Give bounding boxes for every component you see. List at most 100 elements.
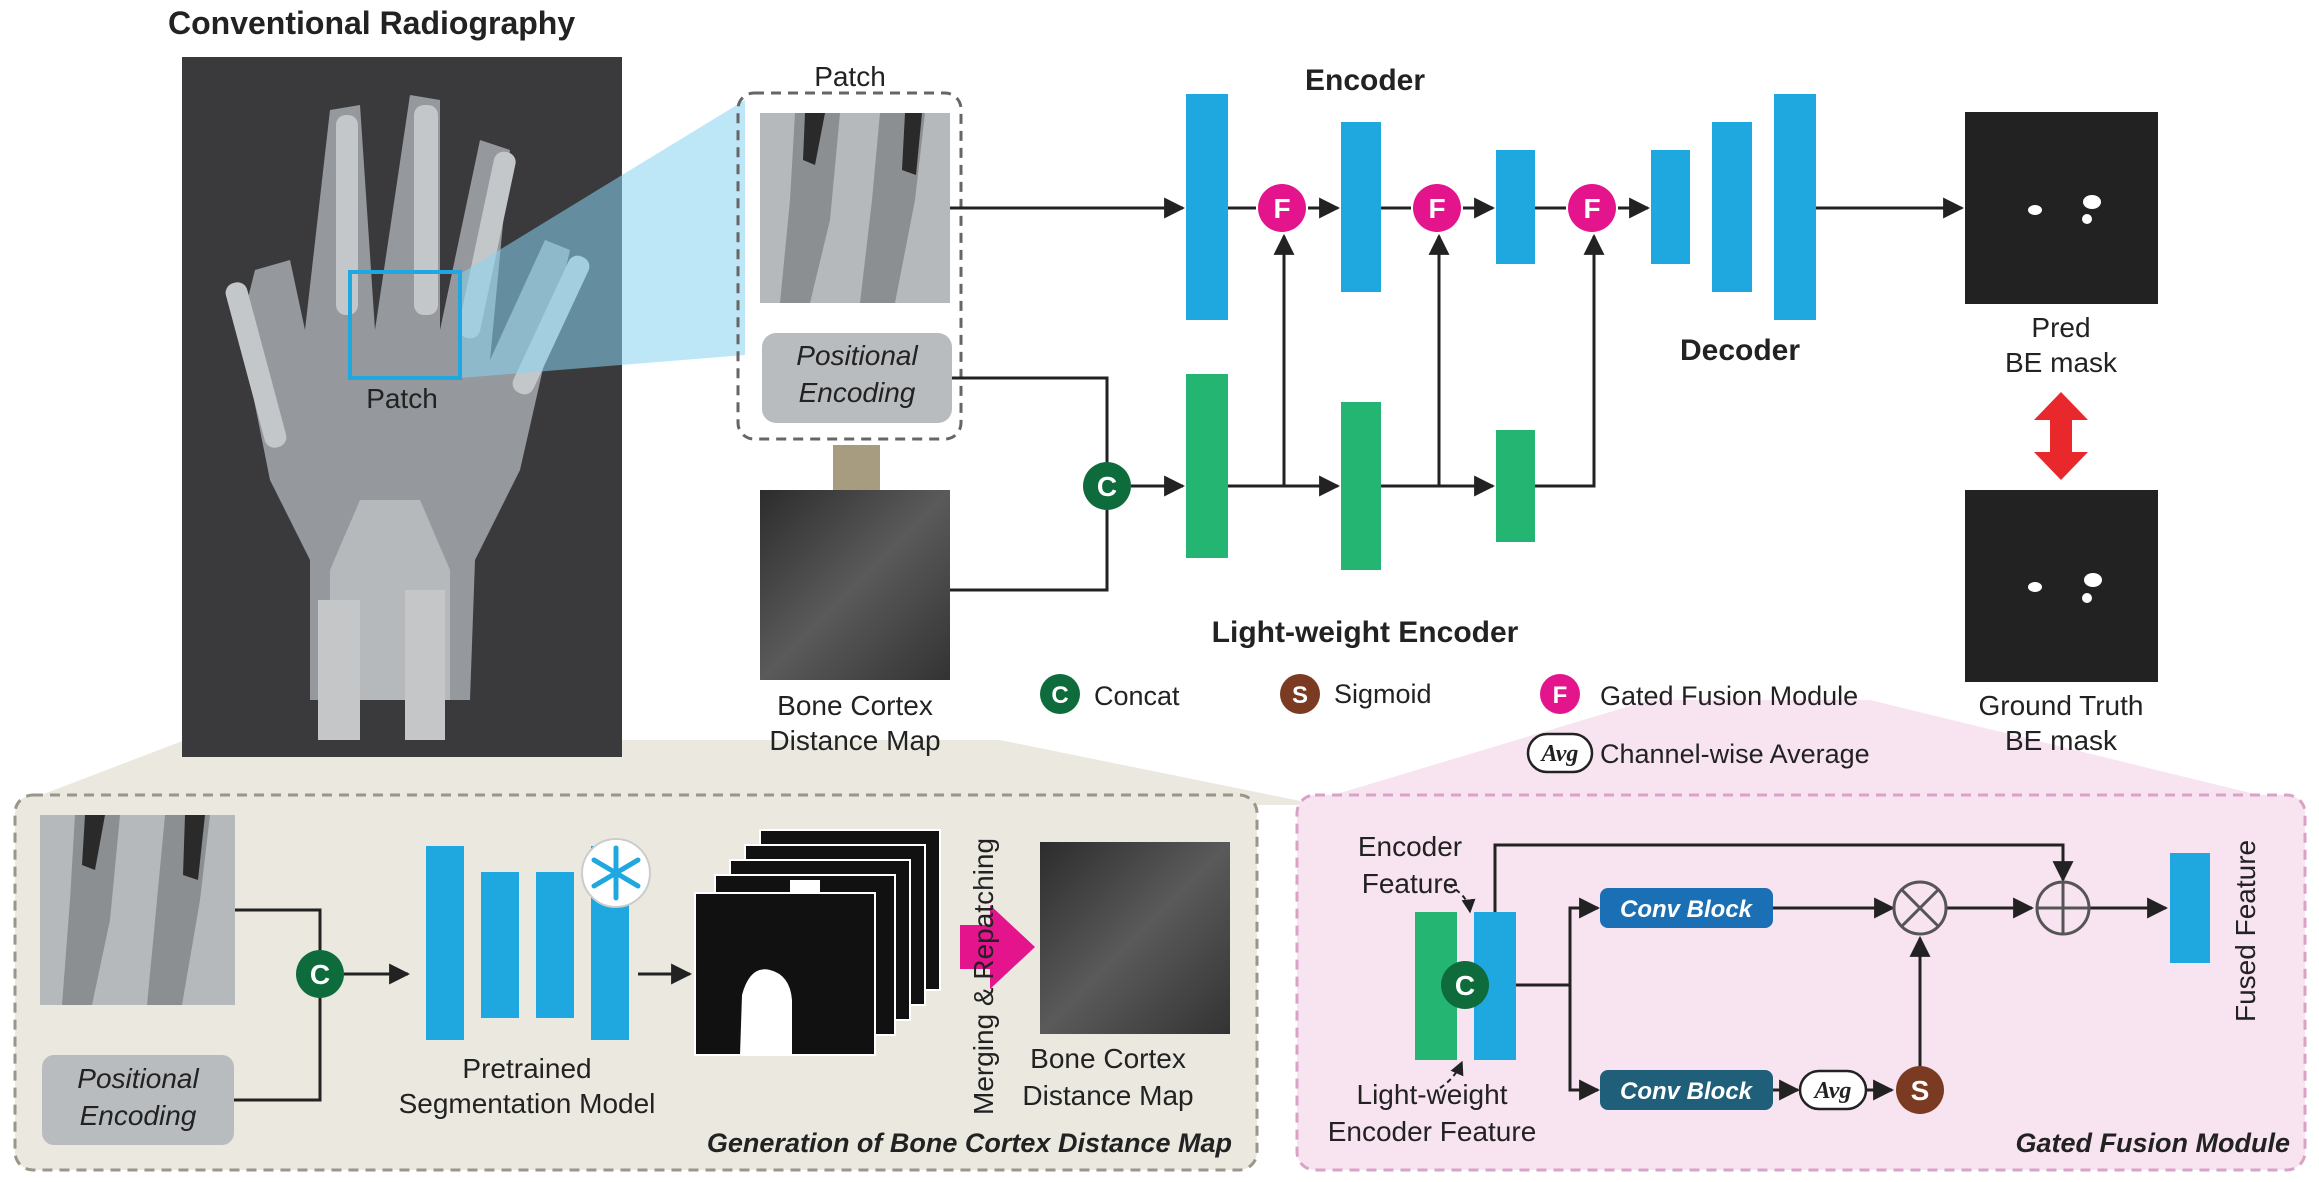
pred-mask-blobs xyxy=(2028,195,2101,224)
bl-patch-image xyxy=(40,815,235,1005)
distance-map-label-line2: Distance Map xyxy=(769,725,940,756)
distancemap-to-concat-line xyxy=(950,510,1109,592)
fusion-node-1 xyxy=(1258,184,1306,232)
pe-to-concat-line xyxy=(952,376,1109,462)
bl-model-label-line2: Segmentation Model xyxy=(399,1088,656,1119)
pred-mask-image xyxy=(1965,112,2158,304)
legend-avg-symbol: Avg xyxy=(1540,741,1579,767)
concat-node-symbol: C xyxy=(1097,471,1117,502)
ground-truth-label-line2: BE mask xyxy=(2005,725,2118,756)
positional-encoding-line1: Positional xyxy=(796,340,918,371)
legend-concat-label: Concat xyxy=(1094,681,1180,711)
light-encoder-block-1 xyxy=(1186,374,1228,558)
gf-avg-symbol: Avg xyxy=(1813,1078,1852,1104)
encoder-block-1 xyxy=(1186,94,1228,320)
bl-positional-encoding-box xyxy=(42,1055,234,1145)
pred-label-line1: Pred xyxy=(2031,312,2090,343)
legend-concat-icon xyxy=(1040,674,1080,714)
bl-output-label-line1: Bone Cortex xyxy=(1030,1043,1186,1074)
gf-multiply-cross-b xyxy=(1900,888,1940,928)
patch-group-box xyxy=(736,91,963,441)
radiography-title: Conventional Radiography xyxy=(168,5,575,41)
light3-to-f3-arrow xyxy=(1535,233,1605,488)
patch-box xyxy=(348,270,462,380)
legend-fusion-symbol: F xyxy=(1553,682,1568,709)
bl-output-label-line2: Distance Map xyxy=(1022,1080,1193,1111)
light-encoder-label: Light-weight Encoder xyxy=(1212,616,1519,649)
fusion-node-2 xyxy=(1413,184,1461,232)
bone-cortex-generation-panel xyxy=(13,793,1259,1172)
legend-sigmoid-label: Sigmoid xyxy=(1334,679,1432,709)
bl-pe-to-concat-line xyxy=(234,998,322,1102)
fusion-node-2-symbol: F xyxy=(1428,193,1445,224)
bl-distance-map-image xyxy=(1040,842,1230,1034)
fusion-node-1-symbol: F xyxy=(1273,193,1290,224)
patch-title: Patch xyxy=(814,61,886,92)
legend-fusion-label: Gated Fusion Module xyxy=(1600,681,1858,711)
bl-concat-symbol: C xyxy=(310,959,330,990)
gf-concat-node xyxy=(1441,961,1489,1009)
positional-encoding-box xyxy=(762,333,952,423)
encoder-block-2 xyxy=(1341,122,1381,292)
patch-projection xyxy=(460,100,745,378)
gf-concat-symbol: C xyxy=(1455,970,1475,1001)
bl-panel-title: Generation of Bone Cortex Distance Map xyxy=(707,1128,1232,1158)
gf-fused-feature-label: Fused Feature xyxy=(2230,840,2261,1022)
comparison-double-arrow xyxy=(2034,392,2088,480)
decoder-label: Decoder xyxy=(1680,334,1800,367)
legend-concat-symbol: C xyxy=(1051,682,1068,709)
light-encoder-block-3 xyxy=(1496,430,1535,542)
gf-light-feature-line2: Encoder Feature xyxy=(1328,1116,1537,1147)
pred-label-line2: BE mask xyxy=(2005,347,2118,378)
merge-arrow xyxy=(960,905,1035,989)
gf-conv-block-bottom xyxy=(1600,1070,1773,1110)
gf-light-feature-line1: Light-weight xyxy=(1357,1079,1508,1110)
bl-model-block-2 xyxy=(481,872,519,1018)
gf-skip-connection xyxy=(1493,843,2074,912)
legend-avg-label: Channel-wise Average xyxy=(1600,739,1870,769)
distance-map-label-line1: Bone Cortex xyxy=(777,690,933,721)
distance-map-image xyxy=(760,490,950,680)
gf-conv-block-bottom-label: Conv Block xyxy=(1620,1078,1754,1105)
merging-repatching-label: Merging & Repatching xyxy=(968,838,999,1115)
gf-sigmoid-symbol: S xyxy=(1911,1075,1930,1106)
bl-positional-line2: Encoding xyxy=(80,1100,197,1131)
legend-sigmoid-symbol: S xyxy=(1292,682,1308,709)
light2-to-f2-arrow xyxy=(1381,233,1450,488)
bl-positional-line1: Positional xyxy=(77,1063,199,1094)
gf-to-bottom-conv-arrow xyxy=(1568,985,1601,1101)
bl-model-label-line1: Pretrained xyxy=(462,1053,591,1084)
light-encoder-block-2 xyxy=(1341,402,1381,570)
gf-fused-feature-block xyxy=(2170,853,2210,963)
bl-patch-to-concat-line xyxy=(235,908,322,950)
snowflake-glyph xyxy=(591,845,641,901)
gf-encoder-feature-pointer xyxy=(1447,884,1476,914)
radiograph-patch-label: Patch xyxy=(366,383,438,414)
light1-to-f1-arrow xyxy=(1228,233,1295,488)
ground-truth-mask-blobs xyxy=(2028,573,2102,603)
gf-conv-block-top xyxy=(1600,888,1773,928)
decoder-block-2 xyxy=(1712,122,1752,292)
pink-projection-wedge xyxy=(1300,700,2300,805)
gf-light-feature-pointer xyxy=(1439,1060,1464,1089)
gf-panel-title: Gated Fusion Module xyxy=(2016,1128,2291,1158)
gf-encoder-feature-line1: Encoder xyxy=(1358,831,1462,862)
gf-avg-node xyxy=(1798,1069,1868,1111)
decoder-block-1 xyxy=(1651,150,1690,264)
bl-model-block-1 xyxy=(426,846,464,1040)
bl-concat-node xyxy=(296,950,344,998)
gf-encoder-feature-line2: Feature xyxy=(1362,868,1459,899)
fusion-node-3-symbol: F xyxy=(1583,193,1600,224)
encoder-block-3 xyxy=(1496,150,1535,264)
ground-truth-mask-image xyxy=(1965,490,2158,682)
legend-avg-icon xyxy=(1526,732,1594,774)
decoder-block-3 xyxy=(1774,94,1816,320)
gf-to-top-conv-arrow xyxy=(1568,897,1601,985)
fusion-node-3 xyxy=(1568,184,1616,232)
gf-conv-block-top-label: Conv Block xyxy=(1620,896,1754,923)
encoder-label: Encoder xyxy=(1305,64,1425,97)
legend-fusion-icon xyxy=(1540,674,1580,714)
patch-image xyxy=(760,113,950,303)
gf-sigmoid-node xyxy=(1896,1066,1944,1114)
